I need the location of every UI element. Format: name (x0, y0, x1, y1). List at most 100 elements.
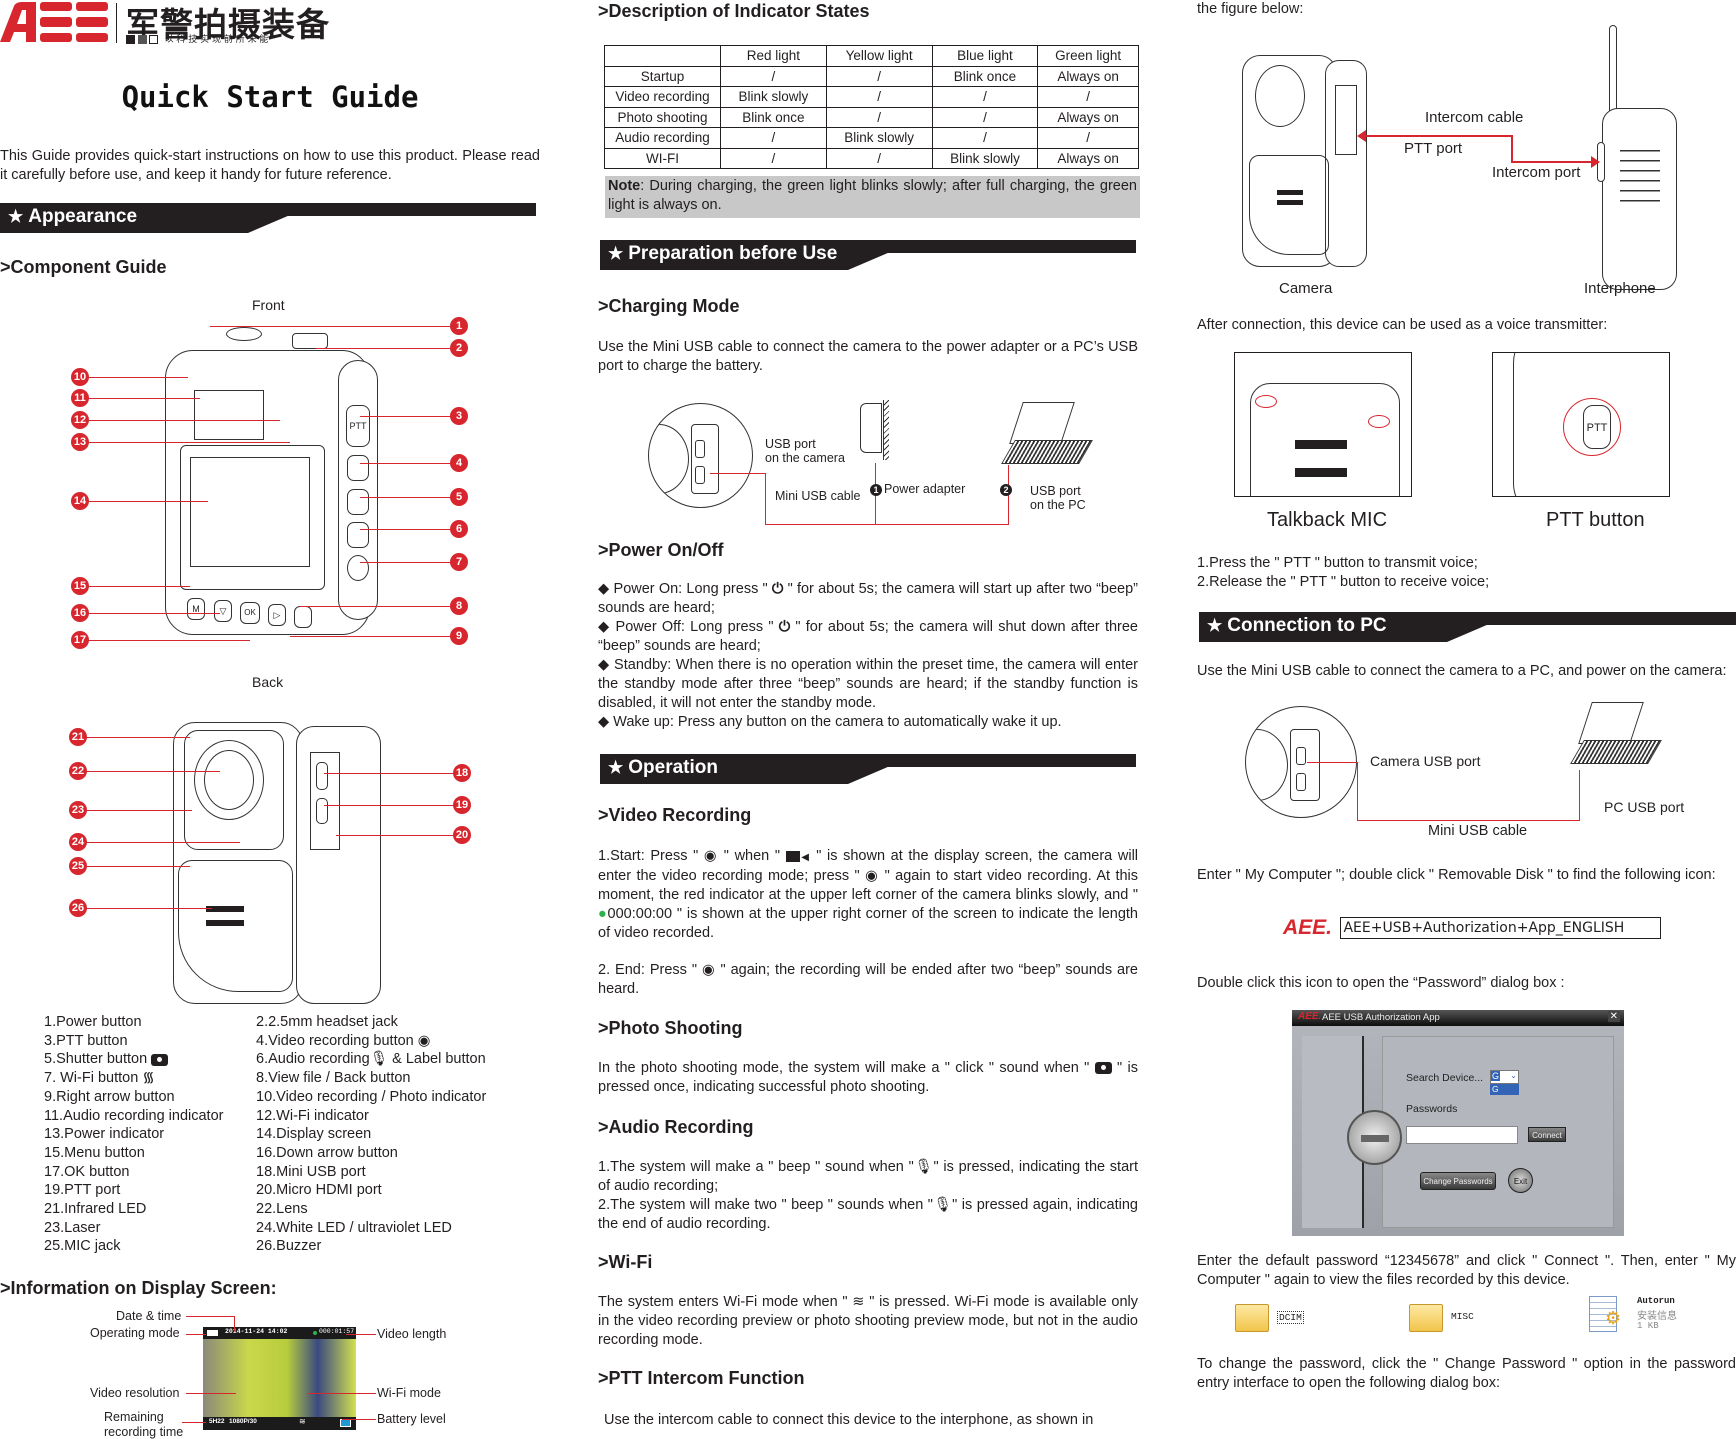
label-ptt-port: PTT port (1404, 140, 1463, 157)
connect-button[interactable]: Connect (1528, 1127, 1566, 1142)
display-info-heading: >Information on Display Screen: (0, 1278, 277, 1298)
label-interphone: Interphone (1584, 280, 1656, 297)
brand-logo (0, 2, 110, 42)
app-file-name: AEE+USB+Authorization+App_ENGLISH (1340, 917, 1662, 939)
gear-icon: ⚙ (1605, 1308, 1622, 1328)
screen-length: 000:01:57 (319, 1328, 355, 1335)
label-usb-pc-2: on the PC (1030, 498, 1086, 512)
table-row: Audio recording/Blink slowly// (604, 127, 1139, 149)
power-adapter-icon (860, 403, 882, 453)
callout-badge: 25 (69, 857, 87, 875)
callout-badge: 19 (453, 796, 471, 814)
power-heading: >Power On/Off (598, 540, 724, 560)
star-icon: ★ (1207, 616, 1223, 635)
label-camera-usb-port: Camera USB port (1370, 753, 1481, 769)
callout-badge: 13 (71, 433, 89, 451)
exit-button[interactable]: Exit (1508, 1168, 1533, 1193)
label-talkback-mic: Talkback MIC (1267, 509, 1388, 531)
table-header-row: Red light Yellow light Blue light Green … (604, 45, 1139, 67)
drive-select[interactable]: G ⌄ (1490, 1070, 1519, 1084)
file-name: Autorun (1637, 1296, 1675, 1306)
ptt-heading: >PTT Intercom Function (598, 1368, 805, 1388)
component-guide-heading: >Component Guide (0, 257, 167, 277)
label-mini-usb-cable: Mini USB cable (775, 489, 861, 503)
screen-resolution: 1080P/30 (229, 1418, 257, 1425)
column-middle: >Description of Indicator States Red lig… (598, 0, 1140, 1439)
folder-icon (1235, 1304, 1269, 1332)
label-usb-camera-1: USB port (765, 437, 816, 451)
callout-badge: 26 (69, 899, 87, 917)
callout-badge: 14 (71, 492, 89, 510)
aee-logo-icon: AEE. (1298, 1011, 1322, 1022)
column-left: 军警拍摄装备 以 科 技 实 现 前 所 未 能 Quick Start Gui… (0, 0, 540, 1439)
star-icon: ★ (608, 758, 624, 777)
brand-name-cn: 军警拍摄装备 (126, 5, 330, 44)
photo-heading: >Photo Shooting (598, 1018, 743, 1038)
callout-badge: 4 (450, 454, 468, 472)
brand-slogan: 以 科 技 实 现 前 所 未 能 (126, 32, 268, 45)
label-pc-usb-port: PC USB port (1604, 799, 1685, 815)
photo-text: In the photo shooting mode, the system w… (598, 1060, 1138, 1095)
power-icon: ⏻ (771, 581, 784, 597)
record-icon: ◉ (865, 868, 880, 884)
callout-badge: 2 (450, 339, 468, 357)
wifi-icon: ≋ (299, 1417, 306, 1426)
callout-badge: 10 (71, 368, 89, 386)
star-icon: ★ (608, 244, 624, 263)
number-1-badge: 1 (870, 484, 882, 496)
close-button[interactable]: ✕ (1607, 1011, 1620, 1022)
label-camera: Camera (1279, 280, 1333, 297)
drive-option[interactable]: G (1490, 1084, 1519, 1095)
wifi-heading: >Wi-Fi (598, 1252, 653, 1272)
callout-badge: 3 (450, 407, 468, 425)
record-icon: ◉ (417, 1032, 431, 1049)
file-item-autorun[interactable]: ⚙ Autorun 安装信息 1 KB (1589, 1296, 1719, 1340)
component-list-right: 2.2.5mm headset jack 4.Video recording b… (256, 1014, 487, 1255)
label-power-adapter: Power adapter (884, 482, 966, 496)
pc-text-3: Double click this icon to open the “Pass… (1197, 975, 1565, 991)
callout-badge: 5 (450, 488, 468, 506)
charging-text: Use the Mini USB cable to connect the ca… (598, 339, 1138, 374)
video-start-text: 1.Start: Press " ◉ " when " ◀ " is shown… (598, 848, 1139, 941)
audio-text: 1.The system will make a " beep " sound … (598, 1159, 1138, 1232)
pc-text-4: Enter the default password “12345678” an… (1197, 1253, 1736, 1288)
camera-icon (151, 1053, 169, 1066)
arrow-left-icon (1357, 130, 1366, 142)
ptt-after-text: After connection, this device can be use… (1197, 317, 1608, 333)
callout-badge: 8 (450, 597, 468, 615)
password-input[interactable] (1406, 1126, 1518, 1144)
front-label: Front (252, 297, 285, 313)
video-mode-icon (785, 850, 800, 862)
callout-badge: 6 (450, 520, 468, 538)
ptt-key-glyph: PTT (346, 405, 370, 447)
callout-badge: 21 (69, 728, 87, 746)
microphone-icon: 🎙︎ (932, 1197, 953, 1213)
change-password-button[interactable]: Change Passwords (1420, 1172, 1496, 1190)
charging-heading: >Charging Mode (598, 296, 740, 316)
label-wifi-mode: Wi-Fi mode (377, 1386, 441, 1400)
label-video-resolution: Video resolution (90, 1386, 180, 1400)
label-video-length: Video length (377, 1327, 447, 1341)
star-icon: ★ (8, 207, 24, 226)
label-battery-level: Battery level (377, 1412, 446, 1426)
callout-badge: 16 (71, 604, 89, 622)
back-label: Back (252, 674, 284, 690)
folder-icon (1409, 1304, 1443, 1332)
callout-badge: 1 (450, 317, 468, 335)
display-screen-figure: 2014-11-24 14:02 000:01:57 5H22 1080P/30… (203, 1327, 356, 1430)
app-icon[interactable]: AEE. AEE+USB+Authorization+App_ENGLISH (1283, 916, 1662, 940)
label-operating-mode: Operating mode (90, 1326, 180, 1340)
callout-badge: 20 (453, 826, 471, 844)
notepad-gear-icon (1589, 1296, 1617, 1332)
pc-text-5: To change the password, click the " Chan… (1197, 1356, 1736, 1391)
file-name: MISC (1451, 1311, 1474, 1322)
record-icon: ◉ (701, 962, 716, 978)
screen-remaining: 5H22 (209, 1418, 225, 1425)
wifi-icon: ≋ (852, 1294, 865, 1310)
callout-badge: 22 (69, 762, 87, 780)
device-back-figure (0, 690, 540, 1010)
file-desc: 安装信息 (1637, 1311, 1677, 1322)
